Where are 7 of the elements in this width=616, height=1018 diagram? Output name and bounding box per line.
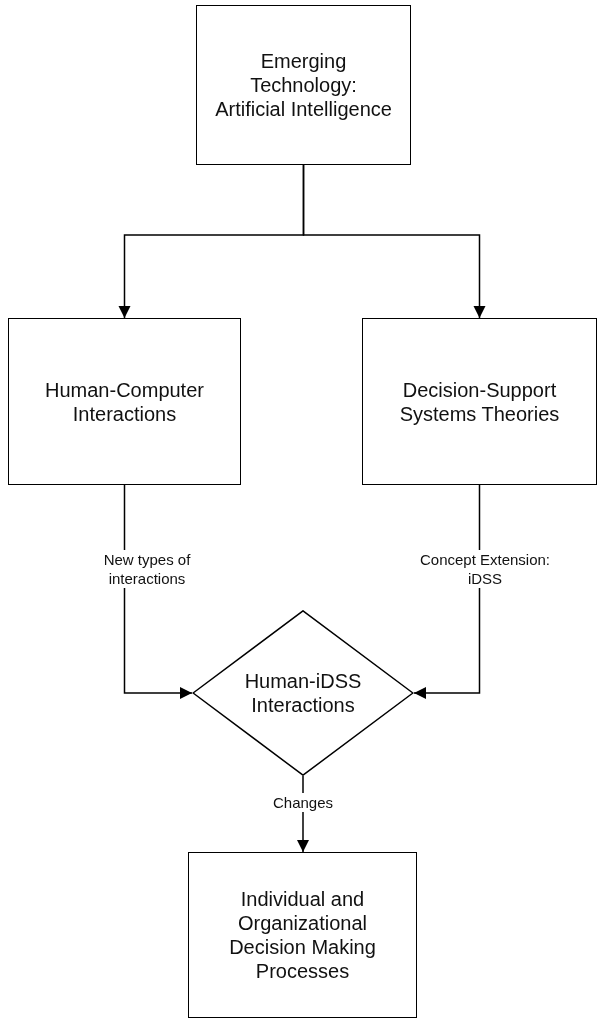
edge-label: Changes [273, 793, 333, 812]
decision-diamond: Human-iDSS Interactions [192, 610, 414, 776]
process-box: Decision-Support Systems Theories [362, 318, 597, 485]
process-box: Emerging Technology: Artificial Intelligence [196, 5, 411, 165]
process-box: Individual and Organizational Decision Making Processes [188, 852, 417, 1018]
arrow [302, 164, 486, 319]
process-box: Human-Computer Interactions [8, 318, 241, 485]
